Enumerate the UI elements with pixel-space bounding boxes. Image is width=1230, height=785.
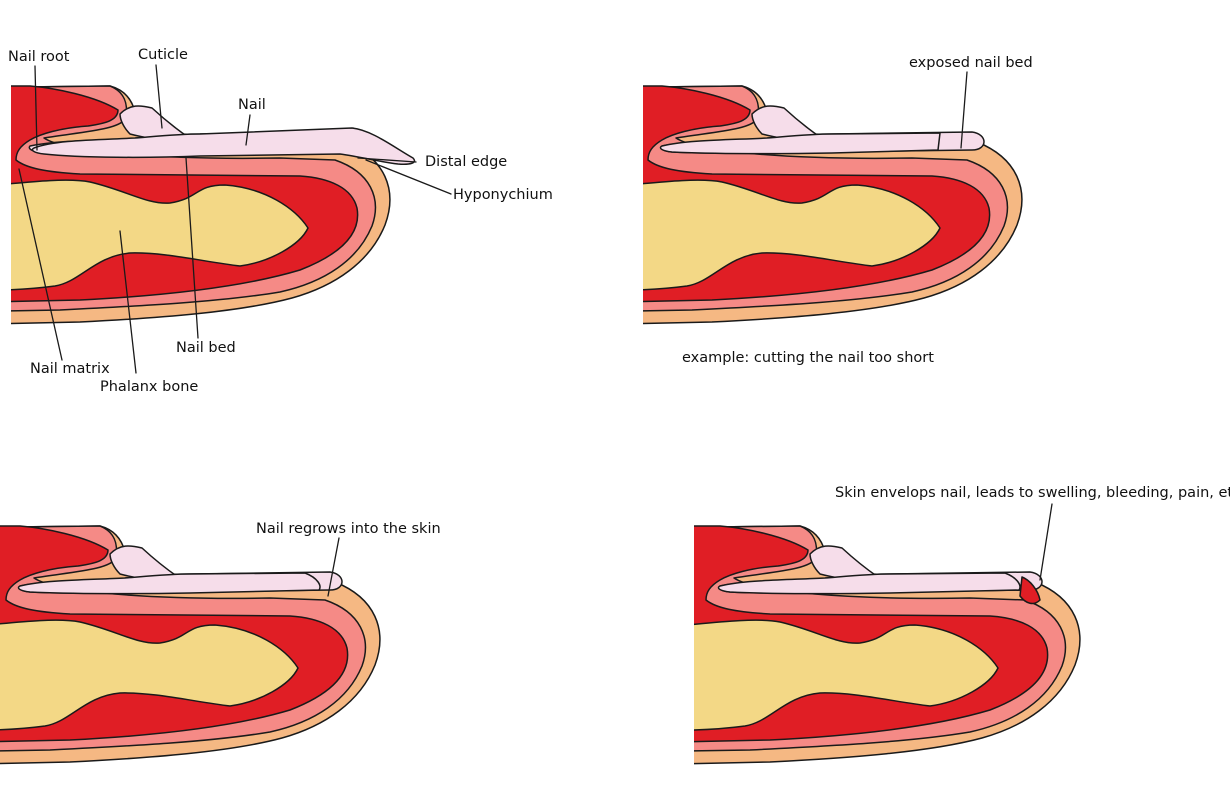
leader-lines: [18, 64, 1053, 597]
label-regrowth: Nail regrows into the skin: [256, 521, 441, 537]
panel-ingrown: [694, 525, 1081, 766]
label-hyponychium: Hyponychium: [453, 187, 553, 203]
panel-anatomy: [11, 85, 416, 326]
labels: Nail root Cuticle Nail Distal edge Hypon…: [8, 47, 1230, 537]
panel-regrowth: [0, 525, 381, 766]
inflamed-skin: [1019, 576, 1041, 605]
panel-cut-short: [643, 85, 1023, 326]
label-nail-matrix: Nail matrix: [30, 361, 110, 377]
label-cuticle: Cuticle: [138, 47, 188, 63]
label-exposed-nail-bed: exposed nail bed: [909, 55, 1033, 71]
label-nail-bed: Nail bed: [176, 340, 236, 356]
label-nail: Nail: [238, 97, 266, 113]
label-distal-edge: Distal edge: [425, 154, 507, 170]
caption-cut-short: example: cutting the nail too short: [682, 350, 934, 366]
label-ingrown: Skin envelops nail, leads to swelling, b…: [835, 485, 1230, 501]
label-phalanx-bone: Phalanx bone: [100, 379, 198, 395]
label-nail-root: Nail root: [8, 49, 70, 65]
